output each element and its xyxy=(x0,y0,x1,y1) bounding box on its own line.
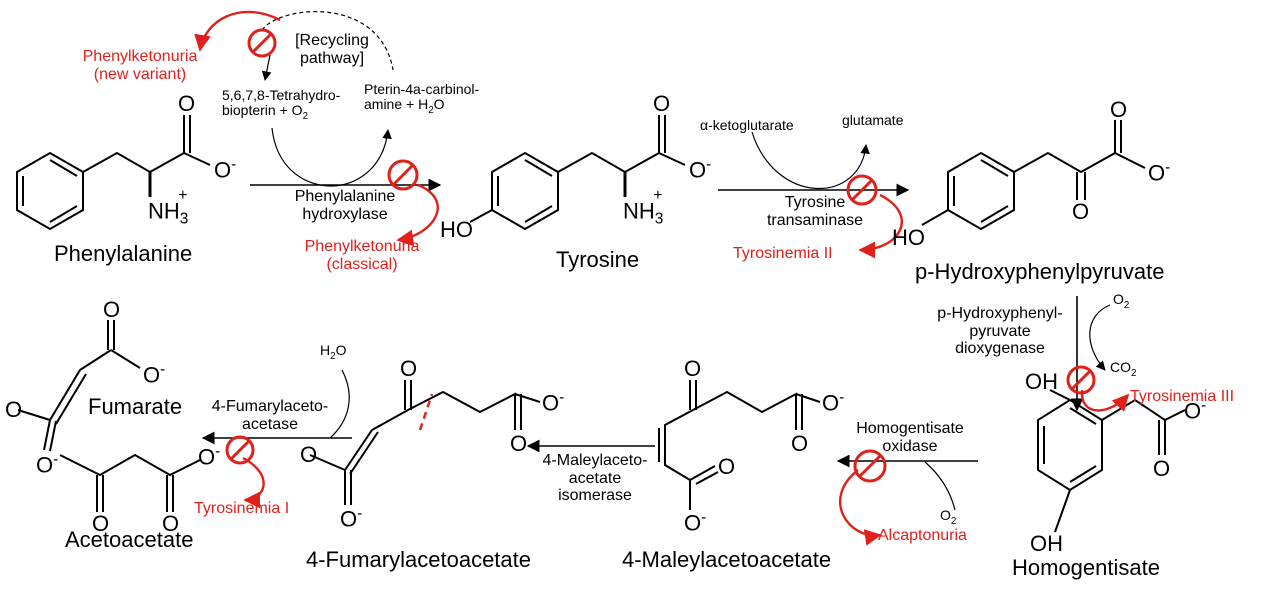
atom-label: O- xyxy=(214,156,237,183)
atom-label: O xyxy=(103,297,121,322)
fumarate-structure xyxy=(17,320,141,452)
hpp-structure xyxy=(921,120,1146,231)
maleylacetoacetate-structure xyxy=(658,380,821,510)
atom-label: NH3+ xyxy=(148,187,189,228)
atom-label: OH xyxy=(1025,369,1058,394)
atom-label: O- xyxy=(689,156,712,183)
atom-label: O xyxy=(718,454,736,479)
co2-label: CO2 xyxy=(1110,359,1137,379)
atom-label: O xyxy=(684,356,702,381)
atom-label: O- xyxy=(1184,397,1207,424)
atom-label: O xyxy=(5,397,23,422)
atom-label: O xyxy=(400,356,418,381)
enzyme-fumarylacetoacetase: 4-Fumarylaceto-acetase xyxy=(211,398,329,433)
compound-name-maleylacetoacetate: 4-Maleylacetoacetate xyxy=(622,547,832,572)
atom-label: O- xyxy=(822,389,845,416)
compound-name-fumarate: Fumarate xyxy=(88,394,183,419)
compound-name-acetoacetate: Acetoacetate xyxy=(65,527,194,552)
cleavage-mark xyxy=(418,393,434,431)
atom-label: O- xyxy=(340,505,363,532)
disorder-pku-classical: Phenylketonuria(classical) xyxy=(304,238,420,273)
atom-label: O xyxy=(510,431,528,456)
cofactor-curves xyxy=(261,11,1111,511)
atom-label: HO xyxy=(892,225,925,250)
atom-label: OH xyxy=(1030,531,1063,556)
atom-label: O- xyxy=(36,451,59,478)
o2-label: O2 xyxy=(1113,291,1130,311)
atom-label: NH3+ xyxy=(623,187,664,228)
acetoacetate-structure xyxy=(59,453,201,512)
disorder-pku-new-variant: Phenylketonuria(new variant) xyxy=(82,48,198,83)
pterin-carbinolamine-label: Pterin-4a-carbinol- amine + H2O xyxy=(364,81,480,117)
inhibitor-symbols xyxy=(225,28,1096,483)
atom-label: O xyxy=(92,511,110,536)
compound-name-tyrosine: Tyrosine xyxy=(556,247,640,272)
atom-label: O xyxy=(1153,456,1171,481)
atom-label: O xyxy=(653,91,671,116)
atom-label: O- xyxy=(684,509,707,536)
atom-label: O- xyxy=(198,443,221,470)
atom-label: O xyxy=(791,431,809,456)
compound-name-homogentisate: Homogentisate xyxy=(1012,555,1160,580)
atom-label: O- xyxy=(1148,159,1171,186)
atom-label: HO xyxy=(440,217,473,242)
disorder-arrows xyxy=(194,10,1130,546)
compound-name-fumarylacetoacetate: 4-Fumarylacetoacetate xyxy=(306,547,531,572)
atom-label: O xyxy=(178,91,196,116)
fumarylacetoacetate-structure xyxy=(309,380,541,505)
atom-label: O xyxy=(1072,199,1090,224)
compound-name-hpp: p-Hydroxyphenylpyruvate xyxy=(915,259,1165,284)
disorder-tyrosinemia-1: Tyrosinemia I xyxy=(194,500,290,517)
atom-label: O- xyxy=(542,389,565,416)
disorder-tyrosinemia-3: Tyrosinemia III xyxy=(1130,388,1235,405)
alpha-ketoglutarate-label: α-ketoglutarate xyxy=(700,117,794,133)
disorder-alcaptonuria: Alcaptonuria xyxy=(878,527,967,544)
compound-name-phenylalanine: Phenylalanine xyxy=(54,241,193,266)
h2o-label: H2O xyxy=(320,342,347,362)
tyrosine-structure xyxy=(469,115,686,231)
tetrahydrobiopterin-label: 5,6,7,8-Tetrahydro- biopterin + O2 xyxy=(222,87,341,123)
atom-label: O xyxy=(1110,97,1128,122)
disorder-tyrosinemia-2: Tyrosinemia II xyxy=(733,245,833,262)
phenylalanine-structure xyxy=(16,115,211,231)
atom-label: O- xyxy=(143,361,166,388)
glutamate-label: glutamate xyxy=(842,112,904,128)
atom-label: O xyxy=(300,442,318,467)
o2-label: O2 xyxy=(940,507,957,527)
atom-label: O xyxy=(162,511,180,536)
